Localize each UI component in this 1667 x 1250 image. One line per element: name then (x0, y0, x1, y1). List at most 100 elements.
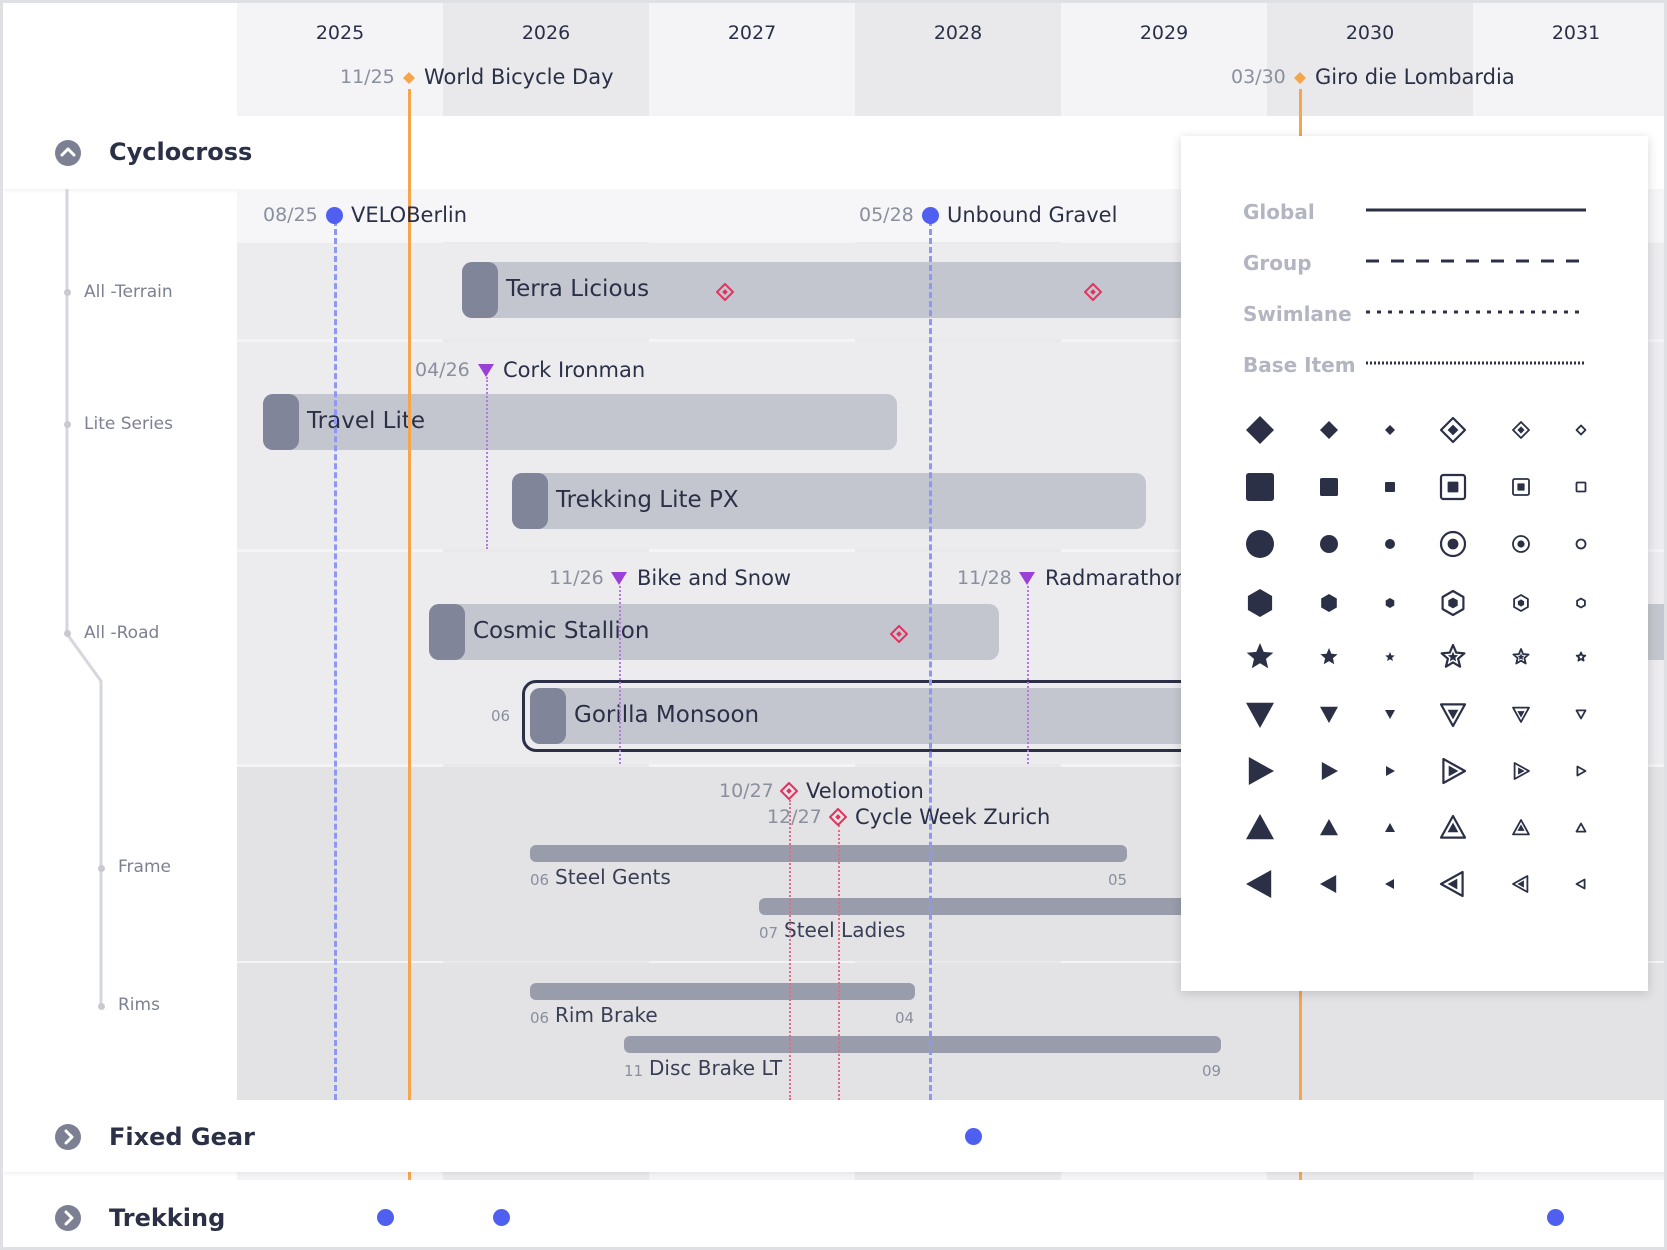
triangle-right-icon (1448, 765, 1459, 777)
base-item-end: 04 (895, 1009, 915, 1027)
bar-handle[interactable] (429, 604, 465, 660)
hexagon-icon (1576, 597, 1586, 609)
group-title-fixed-gear[interactable]: Fixed Gear (109, 1123, 255, 1151)
base-item-rim-brake[interactable] (530, 983, 915, 1000)
hexagon-icon (1517, 599, 1525, 607)
lane-dot (64, 421, 71, 428)
circle-icon[interactable] (1547, 1209, 1564, 1226)
lane-dot (64, 289, 71, 296)
star-icon (1575, 651, 1587, 662)
year-header: 2029 (1139, 22, 1189, 44)
milestone-name[interactable]: Radmarathon (1045, 566, 1188, 590)
milestone-name[interactable]: Velomotion (806, 779, 924, 803)
base-item-steel-gents[interactable] (530, 845, 1127, 862)
milestone-name[interactable]: World Bicycle Day (424, 65, 614, 89)
lane-dot (98, 865, 105, 872)
expand-toggle-icon[interactable] (55, 1205, 81, 1231)
triangle-up-icon (1575, 822, 1587, 833)
star-icon (1385, 652, 1395, 661)
lane-dot (98, 1003, 105, 1010)
bar-cosmic-stallion[interactable]: Cosmic Stallion (429, 604, 999, 660)
diamond-icon (1385, 425, 1395, 435)
milestone-name[interactable]: Unbound Gravel (947, 203, 1118, 227)
triangle-left-icon (1439, 870, 1464, 898)
dependency-diamond-icon[interactable] (1084, 283, 1102, 301)
star-icon (1512, 648, 1530, 665)
bar-gorilla-monsoon[interactable]: Gorilla Monsoon (530, 688, 1202, 744)
dependency-diamond-icon[interactable] (890, 625, 908, 643)
circle-icon[interactable] (922, 207, 939, 224)
base-item-disc-brake-lt[interactable] (624, 1036, 1221, 1053)
circle-icon[interactable] (493, 1209, 510, 1226)
swimlane-label-all-terrain: All -Terrain (84, 282, 173, 302)
swimlane-label-rims: Rims (118, 995, 160, 1015)
milestone-date: 11/28 (957, 567, 1012, 589)
milestone-name[interactable]: Cycle Week Zurich (855, 805, 1051, 829)
base-item-label: Steel Ladies (784, 918, 906, 942)
year-header: 2028 (933, 22, 983, 44)
bar-handle[interactable] (263, 394, 299, 450)
base-item-start: 11 (624, 1062, 644, 1080)
milestone-date: 05/28 (859, 204, 914, 226)
triangle-right-icon (1321, 762, 1338, 780)
milestone-name[interactable]: VELOBerlin (351, 203, 468, 227)
milestone-name[interactable]: Cork Ironman (503, 358, 646, 382)
diamond-outline-icon[interactable] (780, 782, 798, 800)
triangle-down-icon[interactable] (1018, 570, 1036, 586)
milestone-name[interactable]: Giro die Lombardia (1315, 65, 1515, 89)
triangle-down-icon[interactable] (477, 362, 495, 378)
circle-icon[interactable] (965, 1128, 982, 1145)
triangle-down-icon (1439, 703, 1467, 728)
milestone-name[interactable]: Bike and Snow (637, 566, 792, 590)
star-icon (1246, 643, 1274, 669)
triangle-down-icon (1575, 709, 1587, 720)
bar-handle[interactable] (512, 473, 548, 529)
milestone-date: 11/26 (549, 567, 604, 589)
triangle-up-icon (1246, 814, 1274, 840)
legend-line-label: Group (1243, 251, 1312, 275)
base-item-label: Disc Brake LT (649, 1056, 783, 1080)
bar-handle[interactable] (530, 688, 566, 744)
base-item-label: Steel Gents (555, 865, 671, 889)
triangle-right-icon (1518, 767, 1525, 775)
triangle-left-icon (1512, 875, 1529, 893)
bar-handle[interactable] (462, 262, 498, 318)
diamond-icon (1439, 416, 1467, 444)
group-title-trekking[interactable]: Trekking (109, 1204, 226, 1232)
square-icon (1320, 478, 1338, 496)
group-milestone-line (334, 211, 337, 1100)
square-icon (1246, 473, 1274, 501)
dependency-diamond-icon[interactable] (716, 283, 734, 301)
legend-line-samples (1366, 208, 1586, 365)
year-header: 2027 (727, 22, 777, 44)
bar-terra-licious[interactable]: Terra Licious (462, 262, 1194, 318)
year-header: 2030 (1345, 22, 1395, 44)
expand-toggle-icon[interactable] (55, 1124, 81, 1150)
bar-travel-lite[interactable]: Travel Lite (263, 394, 897, 450)
star-icon (1517, 653, 1525, 660)
triangle-down-icon (1517, 711, 1525, 718)
triangle-up-icon (1385, 823, 1395, 832)
collapse-toggle-icon[interactable] (55, 140, 81, 166)
triangle-left-icon (1517, 880, 1524, 888)
milestone-date: 08/25 (263, 204, 318, 226)
hexagon-icon (1448, 597, 1458, 609)
diamond-outline-icon[interactable] (829, 808, 847, 826)
circle-icon[interactable] (326, 207, 343, 224)
bar-trekking-lite-px[interactable]: Trekking Lite PX (512, 473, 1146, 529)
bar-label: Gorilla Monsoon (574, 702, 760, 728)
base-item-steel-ladies[interactable] (759, 898, 1199, 915)
hexagon-icon (1441, 589, 1465, 617)
group-title-cyclocross[interactable]: Cyclocross (109, 138, 253, 166)
star-icon (1447, 651, 1459, 662)
circle-icon[interactable] (377, 1209, 394, 1226)
triangle-left-icon (1320, 875, 1337, 893)
triangle-right-icon (1513, 762, 1530, 780)
hexagon-icon (1513, 594, 1529, 612)
diamond-icon (1246, 416, 1274, 444)
diamond-icon[interactable] (1293, 71, 1307, 85)
diamond-icon[interactable] (402, 71, 416, 85)
triangle-down-icon[interactable] (610, 570, 628, 586)
diamond-icon (1517, 426, 1525, 434)
